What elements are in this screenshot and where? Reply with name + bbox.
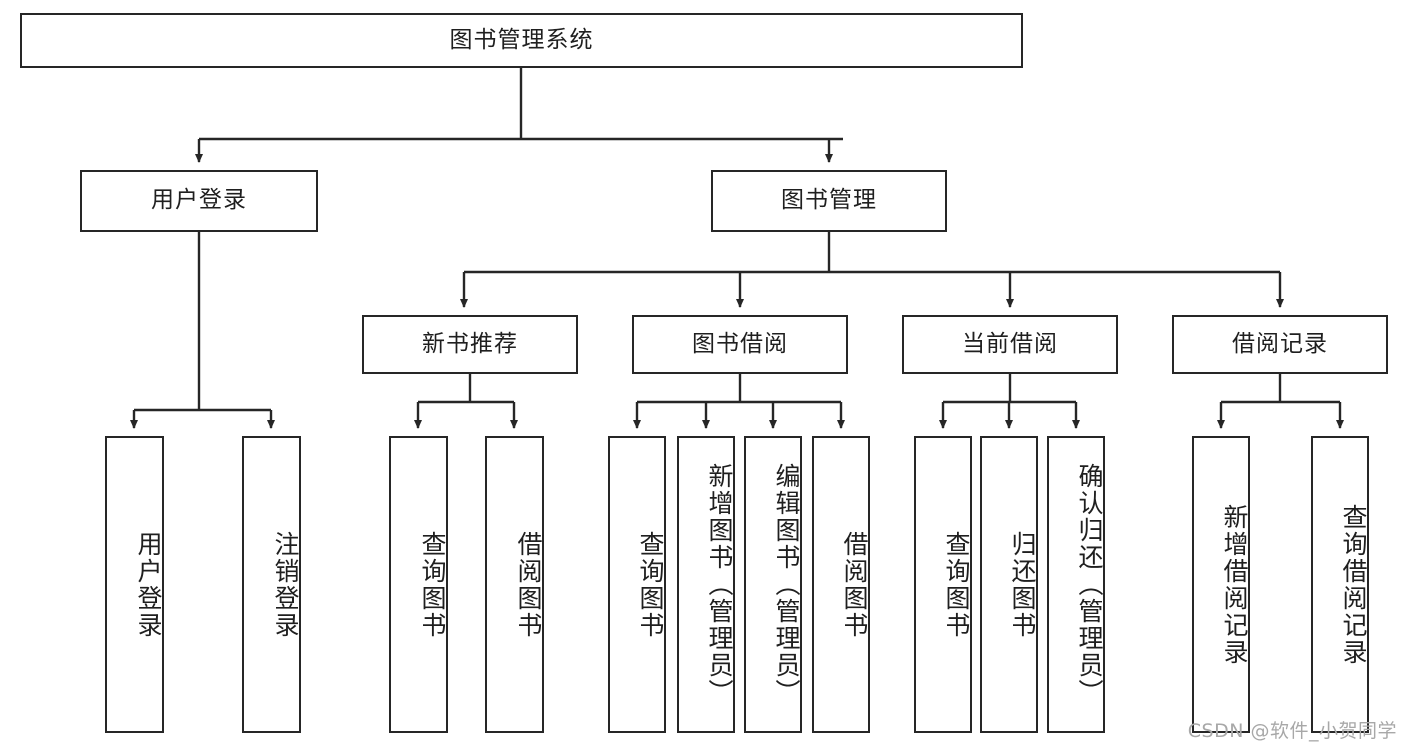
node-label: 查询借阅记录	[1339, 503, 1368, 666]
leaf-borrow-record-add-record[interactable]: 新增借阅记录	[1192, 436, 1250, 733]
node-current-borrowing[interactable]: 当前借阅	[902, 315, 1118, 374]
node-user-login[interactable]: 用户登录	[80, 170, 318, 232]
leaf-book-borrow-edit-book-admin[interactable]: 编辑图书（管理员）	[744, 436, 802, 733]
node-label: 用户登录	[151, 187, 247, 214]
leaf-book-borrow-query-books[interactable]: 查询图书	[608, 436, 666, 733]
node-label: 用户登录	[134, 530, 163, 639]
leaf-current-borrow-confirm-return-admin[interactable]: 确认归还（管理员）	[1047, 436, 1105, 733]
leaf-current-borrow-return-books[interactable]: 归还图书	[980, 436, 1038, 733]
node-label: 查询图书	[942, 530, 971, 639]
node-label: 新增借阅记录	[1220, 503, 1249, 666]
leaf-current-borrow-query-books[interactable]: 查询图书	[914, 436, 972, 733]
node-label: 查询图书	[636, 530, 665, 639]
leaf-borrow-record-query-record[interactable]: 查询借阅记录	[1311, 436, 1369, 733]
node-root-book-management-system[interactable]: 图书管理系统	[20, 13, 1023, 68]
node-book-management[interactable]: 图书管理	[711, 170, 947, 232]
node-label: 图书管理	[781, 187, 877, 214]
node-label: 借阅图书	[514, 530, 543, 639]
leaf-user-login-login[interactable]: 用户登录	[105, 436, 164, 733]
node-label: 新增图书（管理员）	[705, 463, 734, 706]
node-label: 查询图书	[418, 530, 447, 639]
csdn-watermark: CSDN @软件_小贺同学	[1187, 720, 1397, 742]
node-label: 编辑图书（管理员）	[772, 463, 801, 706]
node-borrow-records[interactable]: 借阅记录	[1172, 315, 1388, 374]
node-label: 注销登录	[271, 530, 300, 639]
node-label: 借阅记录	[1232, 330, 1328, 357]
leaf-new-book-borrow-books[interactable]: 借阅图书	[485, 436, 544, 733]
node-label: 当前借阅	[962, 330, 1058, 357]
node-label: 图书借阅	[692, 330, 788, 357]
node-label: 归还图书	[1008, 530, 1037, 639]
node-label: 确认归还（管理员）	[1075, 463, 1104, 706]
node-label: 借阅图书	[840, 530, 869, 639]
node-label: 图书管理系统	[449, 26, 594, 53]
node-new-book-recommendation[interactable]: 新书推荐	[362, 315, 578, 374]
node-label: 新书推荐	[422, 330, 518, 357]
leaf-user-login-logout[interactable]: 注销登录	[242, 436, 301, 733]
leaf-book-borrow-add-book-admin[interactable]: 新增图书（管理员）	[677, 436, 735, 733]
leaf-new-book-query-books[interactable]: 查询图书	[389, 436, 448, 733]
node-book-borrowing[interactable]: 图书借阅	[632, 315, 848, 374]
leaf-book-borrow-borrow-books[interactable]: 借阅图书	[812, 436, 870, 733]
